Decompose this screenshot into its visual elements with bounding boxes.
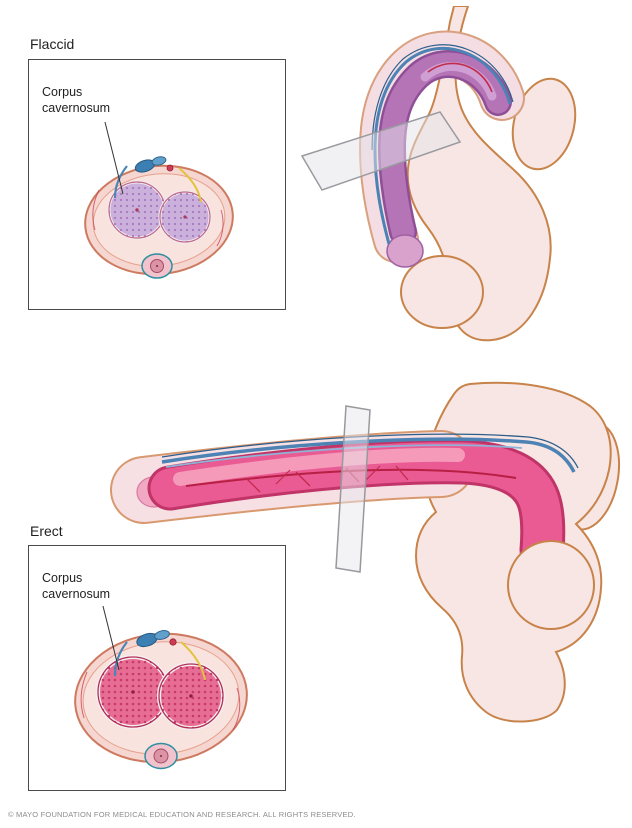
erect-side-illustration <box>110 381 620 723</box>
dorsal-vessels <box>113 156 202 203</box>
cavernosal-artery <box>189 694 193 698</box>
flaccid-inset-box: Corpus cavernosum <box>28 59 286 310</box>
erect-title: Erect <box>30 523 63 539</box>
erect-cross-section-illustration <box>74 605 248 770</box>
dorsal-artery <box>166 164 174 172</box>
callout-pointer-line <box>102 605 120 671</box>
dorsal-vein <box>373 46 512 245</box>
flaccid-side-illustration <box>300 6 577 342</box>
dorsal-nerve <box>178 167 202 203</box>
dorsal-vein <box>161 437 576 473</box>
cross-section-plane <box>300 111 462 191</box>
glans <box>386 234 424 268</box>
flaccid-title: Flaccid <box>30 36 75 52</box>
dorsal-vein-branch <box>113 165 128 199</box>
cavernosal-artery <box>131 690 135 694</box>
cavernosal-artery <box>183 215 187 219</box>
dorsal-vein-thin <box>161 433 579 469</box>
corpus-spongiosum <box>144 742 178 770</box>
flaccid-cross-section-illustration <box>84 121 234 279</box>
dorsal-nerve <box>180 641 206 681</box>
dorsal-vein-thin <box>371 44 514 151</box>
corpus-cavernosum-flaccid <box>377 50 512 246</box>
dorsal-vein <box>154 630 170 640</box>
cavernosal-artery <box>135 208 139 212</box>
copyright-notice: © MAYO FOUNDATION FOR MEDICAL EDUCATION … <box>8 810 356 819</box>
cross-section-plane <box>335 405 371 573</box>
corpus-cavernosum-right <box>157 662 225 730</box>
corpus-cavernosum-left <box>107 180 167 240</box>
flaccid-callout-label: Corpus cavernosum <box>42 85 111 116</box>
peripheral-vessel <box>92 189 100 231</box>
dorsal-vein <box>151 156 167 166</box>
dorsal-vein-branch <box>113 641 128 677</box>
dorsal-artery <box>169 638 177 646</box>
corpus-cavernosum-erect <box>147 439 566 573</box>
dorsal-vessels <box>371 44 514 245</box>
erect-inset-box: Corpus cavernosum <box>28 545 286 791</box>
dorsal-artery <box>427 62 493 93</box>
dorsal-vessels <box>113 630 206 681</box>
peripheral-vessel <box>216 209 224 247</box>
callout-pointer-line <box>104 121 124 195</box>
peripheral-vessel <box>80 671 88 719</box>
erect-callout-label: Corpus cavernosum <box>42 571 111 602</box>
scrotum <box>400 255 484 329</box>
corpus-cavernosum-right <box>158 190 212 244</box>
corpus-spongiosum <box>141 253 173 279</box>
peripheral-vessel <box>232 687 241 731</box>
scrotum <box>507 540 595 630</box>
